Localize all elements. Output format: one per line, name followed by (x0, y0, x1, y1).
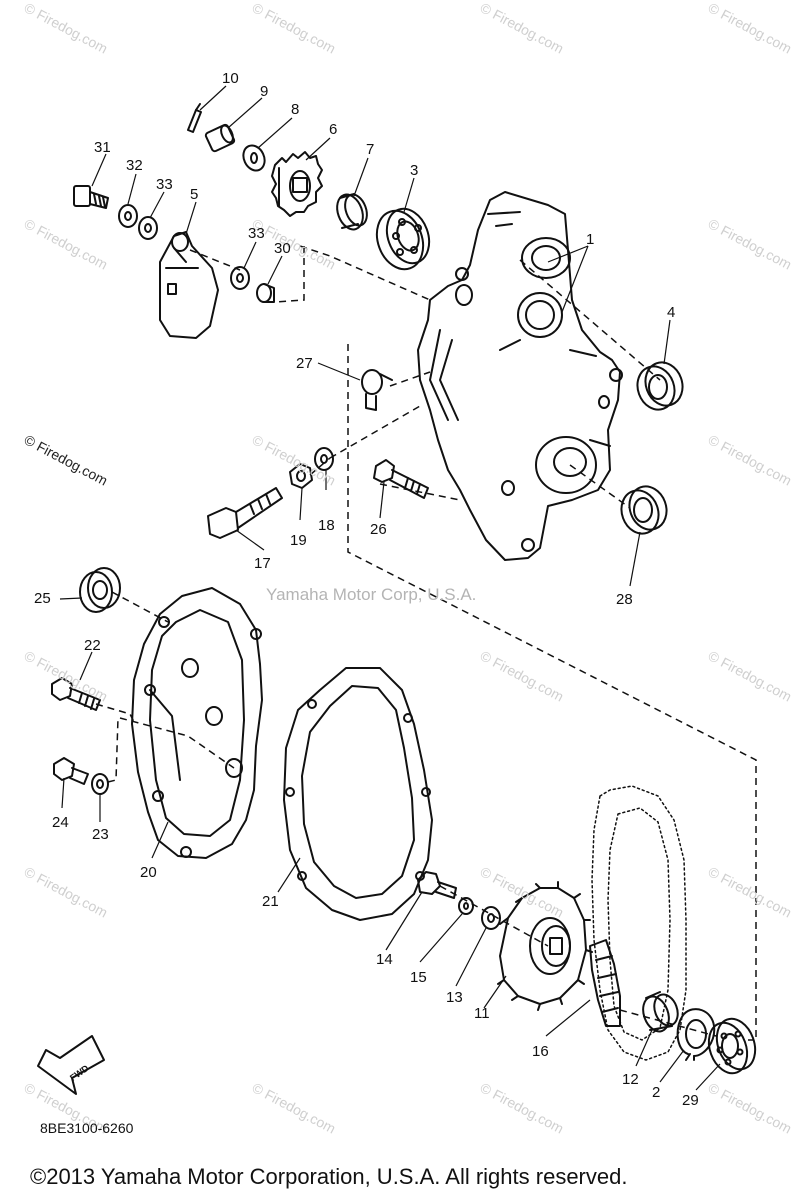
part-6-sprocket (271, 151, 323, 217)
callout-18: 18 (318, 517, 335, 534)
part-33-washer-upper (138, 216, 158, 240)
callout-17: 17 (254, 555, 271, 572)
callout-27: 27 (296, 355, 313, 372)
part-27-fitting (361, 369, 393, 411)
part-9-nut (204, 123, 236, 153)
part-13-washer (481, 906, 501, 930)
callout-8: 8 (291, 101, 300, 118)
callout-6: 6 (329, 121, 338, 138)
callout-3: 3 (410, 162, 419, 179)
callout-7: 7 (366, 141, 375, 158)
drawing-code: 8BE3100-6260 (40, 1120, 134, 1136)
callout-21: 21 (262, 893, 279, 910)
part-31-bolt (73, 185, 109, 209)
callout-4: 4 (667, 304, 676, 321)
part-29-bearing (707, 1017, 757, 1075)
part-5-chain-tensioner (159, 231, 219, 339)
callout-10: 10 (222, 70, 239, 87)
callout-20: 20 (140, 864, 157, 881)
part-7-collar (336, 193, 368, 231)
part-23-washer (91, 773, 109, 795)
callout-31: 31 (94, 139, 111, 156)
callout-26: 26 (370, 521, 387, 538)
callout-19: 19 (290, 532, 307, 549)
part-24-bolt (53, 757, 89, 785)
callout-16: 16 (532, 1043, 549, 1060)
callout-12: 12 (622, 1071, 639, 1088)
part-25-oil-seal (79, 567, 121, 613)
part-16-chain (589, 785, 687, 1061)
part-17-bolt (207, 487, 283, 539)
part-33-washer-lower (230, 266, 250, 290)
callout-23: 23 (92, 826, 109, 843)
part-1-chain-case (417, 191, 623, 561)
callout-1: 1 (586, 231, 595, 248)
part-12-collar (642, 991, 679, 1033)
callout-33: 33 (156, 176, 173, 193)
callout-29: 29 (682, 1092, 699, 1109)
callout-13: 13 (446, 989, 463, 1006)
callout-22: 22 (84, 637, 101, 654)
callout-2: 2 (652, 1084, 661, 1101)
callout-33: 33 (248, 225, 265, 242)
part-21-gasket (283, 667, 433, 921)
part-32-washer (118, 204, 138, 228)
callout-14: 14 (376, 951, 393, 968)
copyright-notice: ©2013 Yamaha Motor Corporation, U.S.A. A… (30, 1164, 628, 1189)
part-10-cotter-pin (187, 103, 202, 133)
part-4-oil-seal (636, 361, 684, 411)
part-28-oil-seal (620, 485, 668, 535)
callout-24: 24 (52, 814, 69, 831)
brand-watermark: Yamaha Motor Corp, U.S.A. (266, 585, 477, 604)
part-19-nut (289, 463, 313, 489)
part-15-washer (458, 897, 474, 915)
assembly-lines (95, 245, 757, 1041)
part-11-sprocket (497, 881, 593, 1011)
part-20-case-cover (131, 587, 263, 859)
part-2-circlip (676, 1008, 716, 1061)
part-30-collar (256, 283, 275, 303)
callout-32: 32 (126, 157, 143, 174)
part-3-bearing (375, 207, 431, 271)
callout-9: 9 (260, 83, 269, 100)
leader-lines (59, 85, 721, 1091)
callout-25: 25 (34, 590, 51, 607)
callout-15: 15 (410, 969, 427, 986)
part-8-washer (242, 144, 266, 172)
callout-5: 5 (190, 186, 199, 203)
callout-30: 30 (274, 240, 291, 257)
forward-arrow-icon (37, 1035, 105, 1095)
callout-11: 11 (474, 1005, 490, 1022)
callout-28: 28 (616, 591, 633, 608)
